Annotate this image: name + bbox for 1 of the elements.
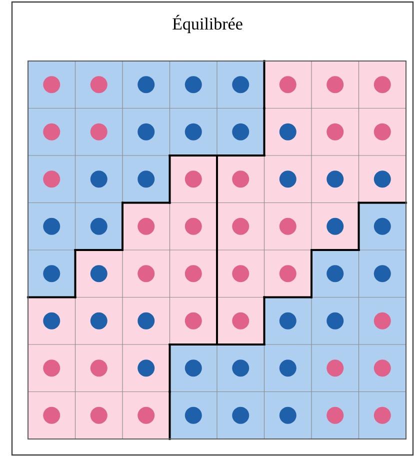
- title: Équilibrée: [172, 14, 242, 34]
